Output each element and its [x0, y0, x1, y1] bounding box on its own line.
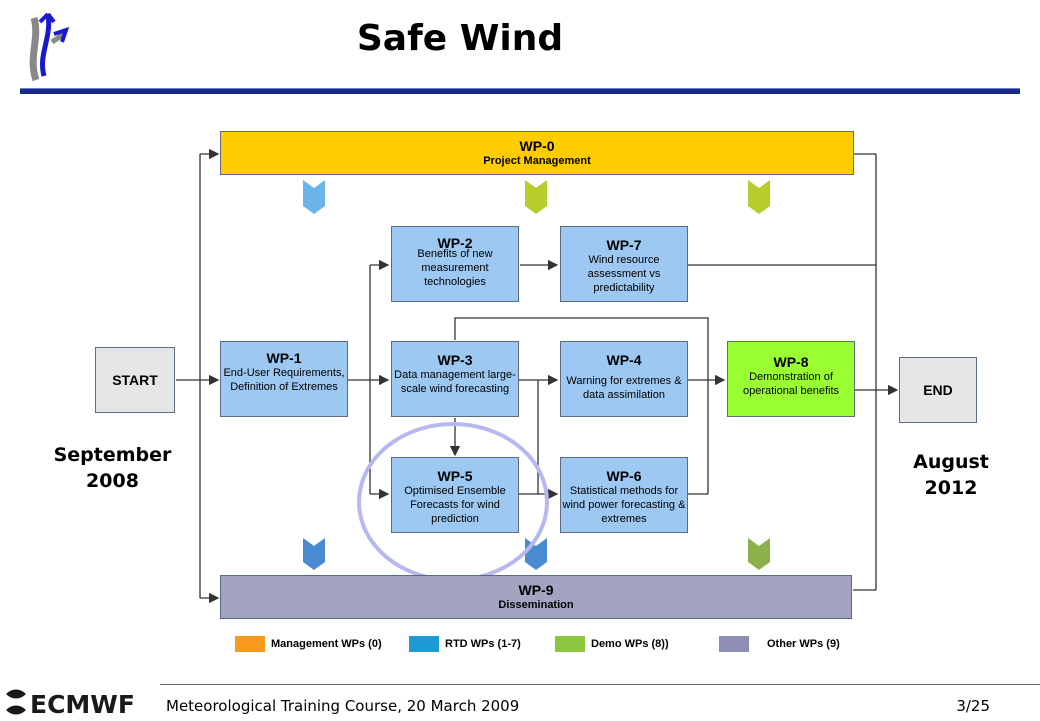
legend-swatch	[719, 636, 749, 652]
wp5-text: Optimised Ensemble Forecasts for wind pr…	[404, 485, 506, 525]
wp2-text: Benefits of new measurement technologies	[417, 248, 493, 288]
footer	[0, 684, 1040, 721]
wp1-text: End-User Requirements, Definition of Ext…	[223, 367, 345, 393]
legend-label: Management WPs (0)	[271, 638, 382, 650]
wp4-box: WP-4 Warning for extremes & data assimil…	[560, 341, 688, 417]
end-date-line1: August	[913, 451, 989, 473]
wp4-head: WP-4	[606, 352, 642, 368]
wp7-head: WP-7	[606, 237, 642, 253]
wp8-box: WP-8 Demonstration of operational benefi…	[727, 341, 855, 417]
wp6-head: WP-6	[606, 468, 642, 484]
legend-label: Demo WPs (8))	[591, 638, 669, 650]
title-divider	[20, 88, 1020, 94]
wp7-text: Wind resource assessment vs predictabili…	[587, 254, 661, 294]
page-number: 3/25	[956, 697, 990, 715]
start-label: START	[112, 372, 158, 388]
wp2-head: WP-2	[437, 235, 473, 251]
legend-label: Other WPs (9)	[767, 638, 840, 650]
wp7-box: WP-7 Wind resource assessment vs predict…	[560, 226, 688, 302]
page-title: Safe Wind	[356, 18, 564, 59]
wp1-head: WP-1	[266, 350, 302, 366]
wp2-box: WP-2 Benefits of new measurement technol…	[391, 226, 519, 302]
wp6-box: WP-6 Statistical methods for wind power …	[560, 457, 688, 533]
start-box: START	[95, 347, 175, 413]
wp5-head: WP-5	[437, 468, 473, 484]
ecmwf-logo: ECMWF	[0, 684, 160, 720]
wp3-box: WP-3 Data management large-scale wind fo…	[391, 341, 519, 417]
wp3-text: Data management large-scale wind forecas…	[394, 369, 516, 395]
diagram-connectors	[176, 148, 899, 604]
wp5-box: WP-5 Optimised Ensemble Forecasts for wi…	[391, 457, 519, 533]
safewind-logo-icon	[29, 12, 70, 82]
chevron-down-icon	[303, 180, 770, 570]
svg-text:ECMWF: ECMWF	[30, 690, 135, 719]
wp4-text: Warning for extremes & data assimilation	[566, 375, 682, 401]
wp3-head: WP-3	[437, 352, 473, 368]
wp8-head: WP-8	[773, 354, 809, 370]
end-box: END	[899, 357, 977, 423]
wp9-text: Dissemination	[498, 599, 574, 611]
end-date-label: August 2012	[896, 449, 1006, 501]
wp8-text: Demonstration of operational benefits	[742, 371, 839, 397]
wp1-box: WP-1 End-User Requirements, Definition o…	[220, 341, 348, 417]
end-date-line2: 2012	[924, 477, 978, 499]
legend-label: RTD WPs (1-7)	[445, 638, 521, 650]
start-date-label: September 2008	[40, 442, 185, 494]
legend-swatch	[235, 636, 265, 652]
wp0-head: WP-0	[519, 138, 555, 154]
start-date-line1: September	[53, 444, 172, 466]
start-date-line2: 2008	[86, 470, 139, 492]
wp9-head: WP-9	[518, 582, 554, 598]
wp0-box: WP-0 Project Management	[220, 131, 854, 175]
wp6-text: Statistical methods for wind power forec…	[562, 485, 686, 525]
end-label: END	[923, 382, 953, 398]
wp0-text: Project Management	[483, 155, 591, 167]
legend-swatch	[555, 636, 585, 652]
footer-course: Meteorological Training Course, 20 March…	[166, 697, 520, 715]
wp9-box: WP-9 Dissemination	[220, 575, 852, 619]
legend-swatch	[409, 636, 439, 652]
